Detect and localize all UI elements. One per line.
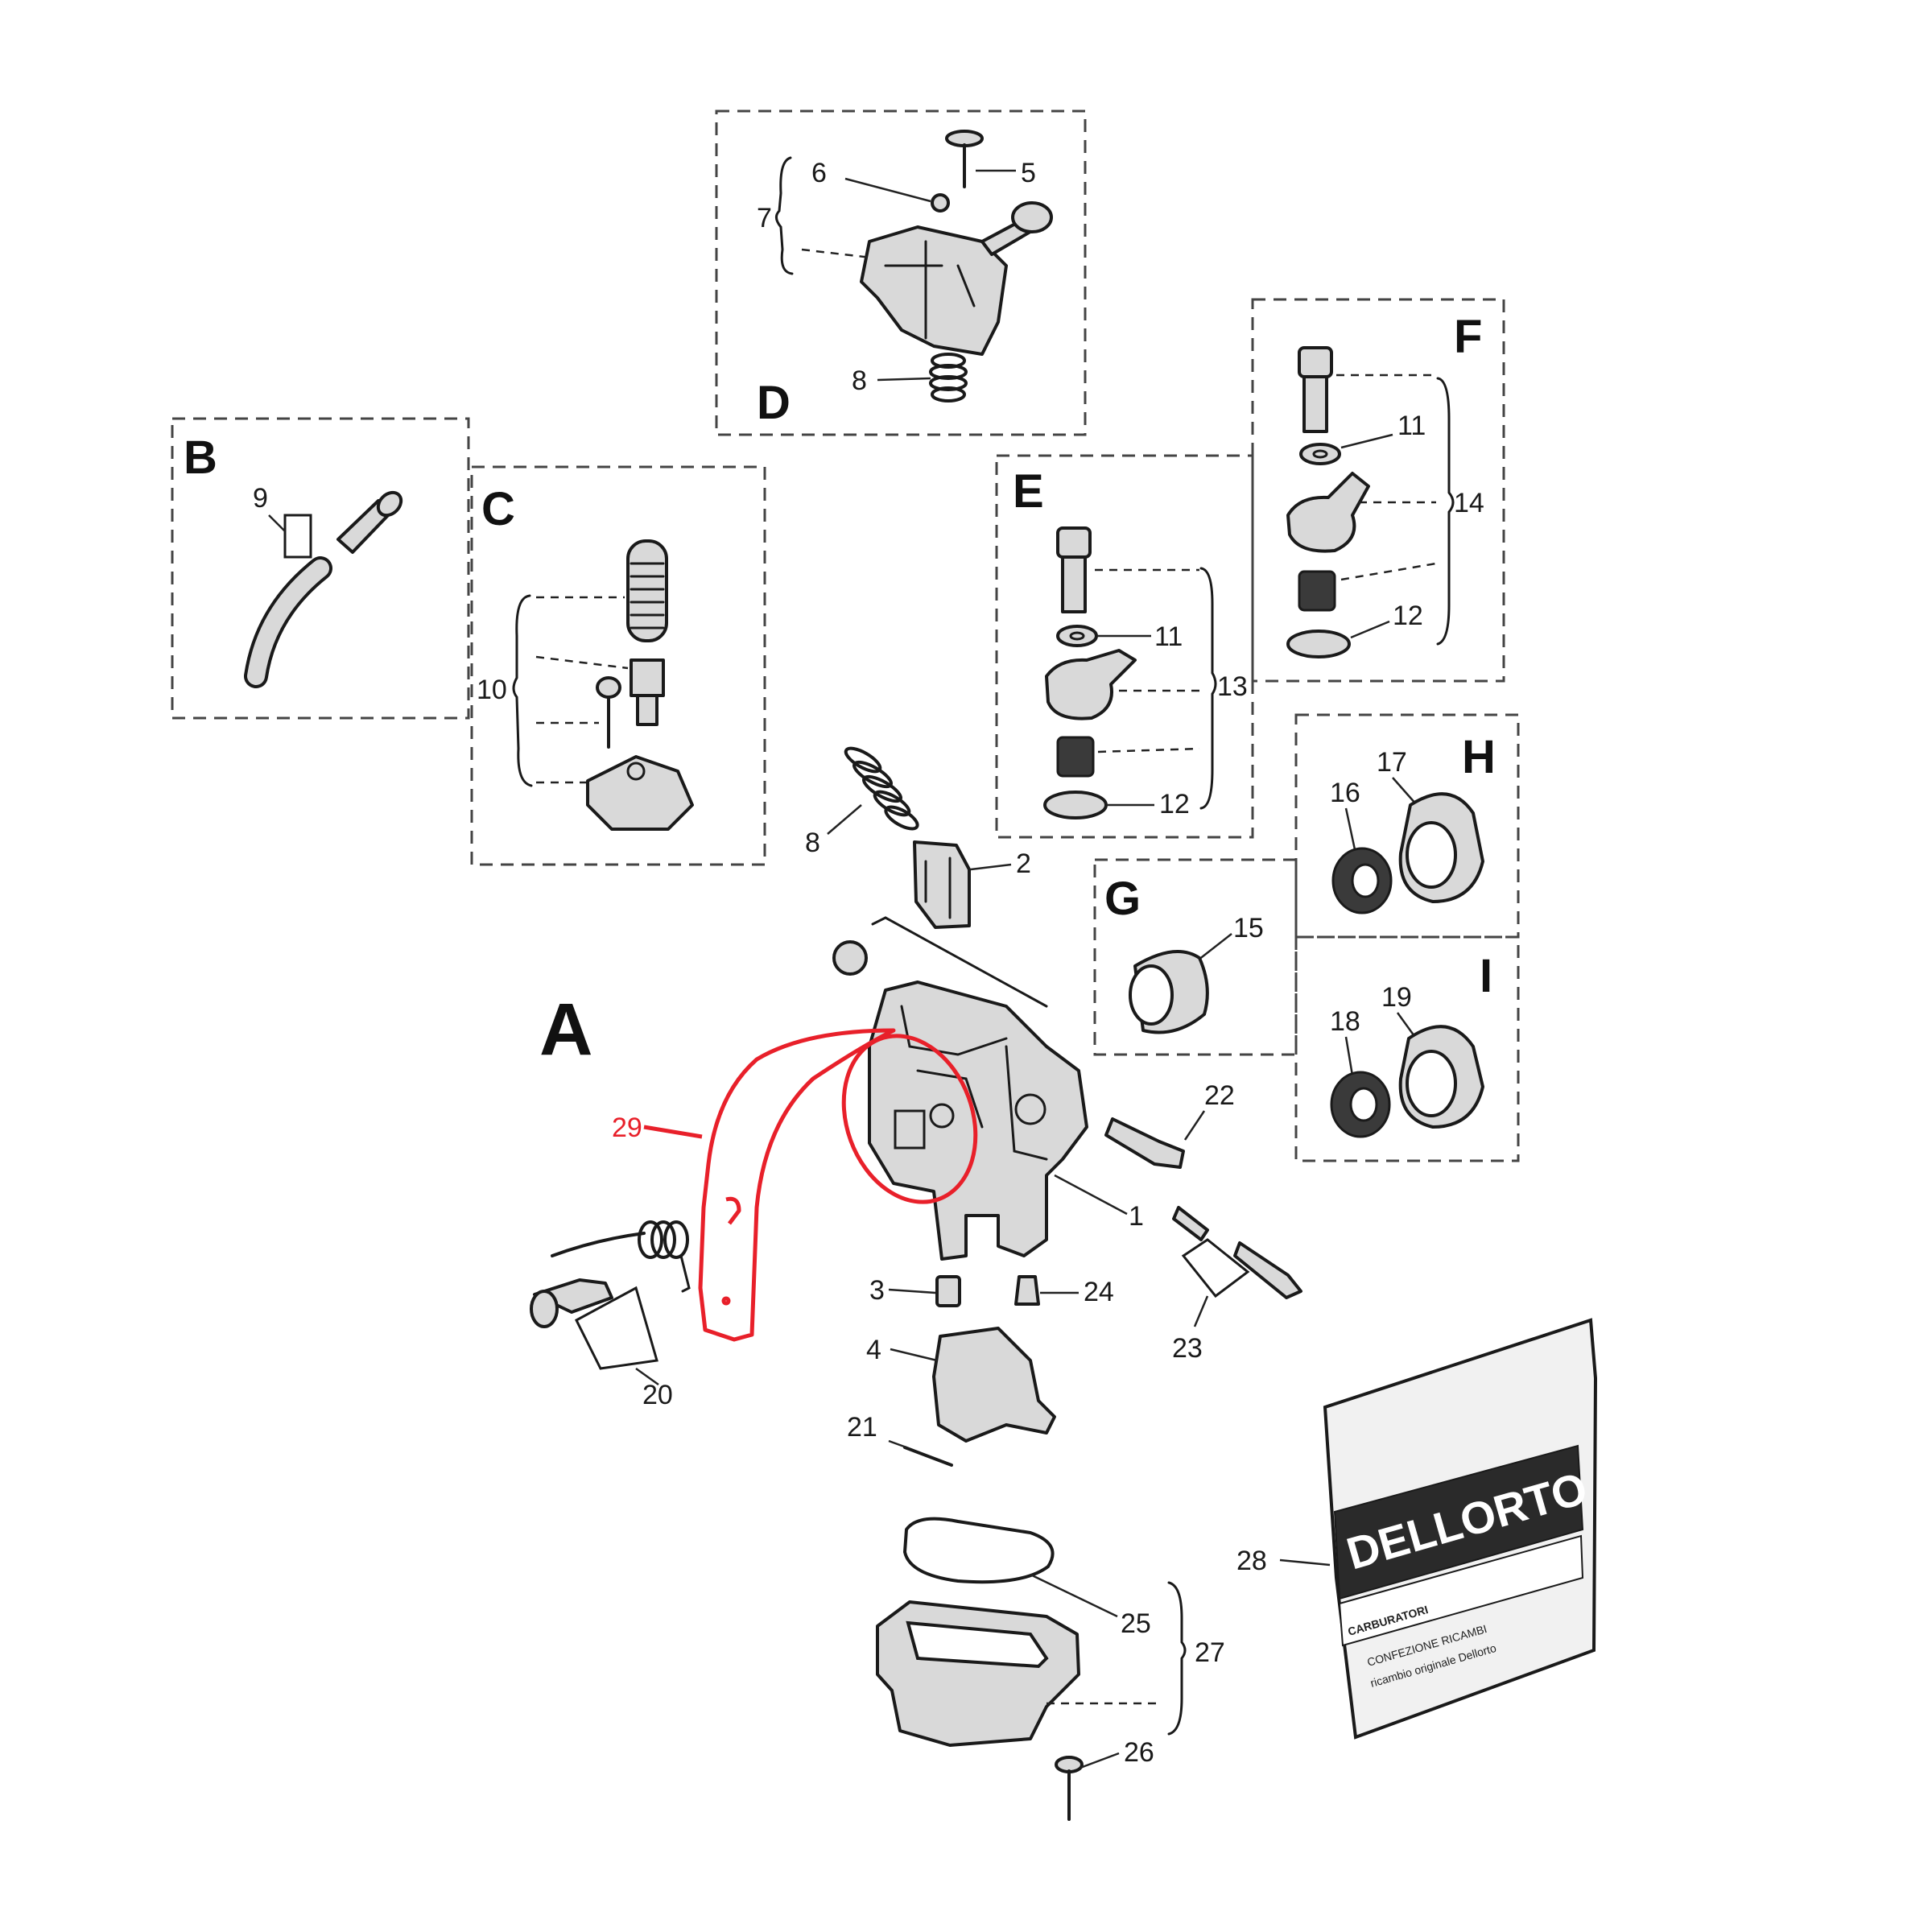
part-number-10: 10 xyxy=(477,675,507,705)
part-number-25: 25 xyxy=(1121,1608,1151,1639)
group-g: G 15 xyxy=(1093,858,1298,1056)
parts-bag-part: DELLORTO CARBURATORI CONFEZIONE RICAMBI … xyxy=(1323,1318,1598,1740)
idle-screw-part xyxy=(1104,1117,1185,1169)
sealing-washer-part xyxy=(1056,625,1098,647)
group-i-frame xyxy=(1294,935,1520,1162)
group-e-frame xyxy=(995,454,1254,839)
group-f-label: F xyxy=(1454,311,1482,363)
pilot-jet-part xyxy=(1014,1275,1040,1306)
group-g-label: G xyxy=(1104,873,1141,925)
part-number-1: 1 xyxy=(1129,1201,1144,1232)
air-screw-spring-part xyxy=(1172,1206,1209,1241)
part-number-27: 27 xyxy=(1195,1637,1225,1668)
part-number-22: 22 xyxy=(1204,1080,1235,1111)
part-number-7: 7 xyxy=(757,203,772,233)
knob-part xyxy=(1011,201,1053,233)
group-d: D 5 6 7 8 xyxy=(715,109,1087,436)
part-number-17: 17 xyxy=(1377,747,1407,778)
float-part xyxy=(932,1327,1056,1443)
part-number-13: 13 xyxy=(1217,671,1248,702)
part-number-2: 2 xyxy=(1016,848,1031,879)
group-b: B 9 xyxy=(171,417,470,720)
air-screw-part xyxy=(1233,1241,1302,1299)
mixture-body-part xyxy=(586,755,694,831)
group-h-label: H xyxy=(1462,731,1496,783)
part-number-15: 15 xyxy=(1233,913,1264,943)
return-spring-wire-part xyxy=(551,1232,646,1257)
banjo-bolt-part xyxy=(1056,526,1092,559)
part-number-20: 20 xyxy=(642,1380,673,1410)
cap-nut-part xyxy=(832,940,868,976)
group-c: C 10 xyxy=(470,465,766,866)
jet-part xyxy=(935,1275,961,1307)
part-number-23: 23 xyxy=(1172,1333,1203,1364)
spring-part xyxy=(929,353,968,402)
part-number-21: 21 xyxy=(847,1412,877,1443)
highlighted-bracket-part-29: 29 xyxy=(612,1028,978,1342)
banjo-bolt-part-f xyxy=(1298,346,1333,378)
fuel-filter-part xyxy=(1056,736,1095,778)
part-number-19: 19 xyxy=(1381,982,1412,1013)
washer-part xyxy=(931,193,950,213)
gasket-part-f xyxy=(1286,630,1351,658)
group-b-frame xyxy=(171,417,470,720)
group-d-frame xyxy=(715,109,1087,436)
part-number-8-top: 8 xyxy=(852,365,867,396)
part-number-6: 6 xyxy=(811,158,827,188)
group-f: F 11 12 14 xyxy=(1251,298,1505,683)
part-number-26: 26 xyxy=(1124,1737,1154,1768)
part-number-3: 3 xyxy=(869,1275,885,1306)
return-spring-coil-part xyxy=(638,1220,689,1259)
float-pin-part xyxy=(903,1446,953,1467)
part-number-12-f: 12 xyxy=(1393,601,1423,631)
group-c-label: C xyxy=(481,483,515,535)
part-number-8-lower: 8 xyxy=(805,828,820,858)
group-i: I 18 19 xyxy=(1294,935,1520,1162)
screw-part xyxy=(945,130,984,188)
part-number-12-e: 12 xyxy=(1159,789,1190,819)
group-c-frame xyxy=(470,465,766,866)
throttle-valve-part xyxy=(913,840,971,929)
adjuster-screw-part xyxy=(596,676,621,699)
sealing-washer-part-f xyxy=(1299,443,1341,465)
part-number-14: 14 xyxy=(1454,488,1484,518)
group-e-label: E xyxy=(1013,465,1044,518)
part-number-5: 5 xyxy=(1021,158,1036,188)
bowl-gasket-part xyxy=(903,1517,1055,1584)
throttle-spring-part xyxy=(844,746,919,831)
banjo-union-part xyxy=(1045,649,1137,720)
carburetor-body-part xyxy=(868,980,1088,1261)
group-b-label: B xyxy=(184,431,217,484)
group-a: A 8 2 1 22 xyxy=(530,746,1598,1821)
part-number-18: 18 xyxy=(1330,1006,1360,1037)
part-number-16: 16 xyxy=(1330,778,1360,808)
gasket-part xyxy=(1043,791,1108,819)
throttle-stop-screw-part xyxy=(533,1278,613,1314)
part-number-11-e: 11 xyxy=(1154,621,1183,652)
group-h: H 16 17 xyxy=(1294,713,1520,939)
group-d-label: D xyxy=(757,377,791,429)
fuel-filter-part-f xyxy=(1298,570,1336,612)
choke-body-part xyxy=(860,225,1008,356)
group-i-label: I xyxy=(1480,950,1492,1002)
group-e: E 11 12 13 xyxy=(995,454,1254,839)
adjuster-nut-part xyxy=(630,658,665,697)
grip-part xyxy=(626,539,668,642)
group-f-frame xyxy=(1251,298,1505,683)
part-number-29: 29 xyxy=(612,1113,642,1143)
banjo-union-part-f xyxy=(1286,472,1370,553)
part-number-24: 24 xyxy=(1084,1277,1114,1307)
part-number-9: 9 xyxy=(253,483,268,514)
part-number-28: 28 xyxy=(1236,1546,1267,1576)
part-number-4: 4 xyxy=(866,1335,881,1365)
group-a-label: A xyxy=(539,989,592,1071)
group-g-frame xyxy=(1093,858,1298,1056)
part-number-11-f: 11 xyxy=(1397,411,1426,441)
